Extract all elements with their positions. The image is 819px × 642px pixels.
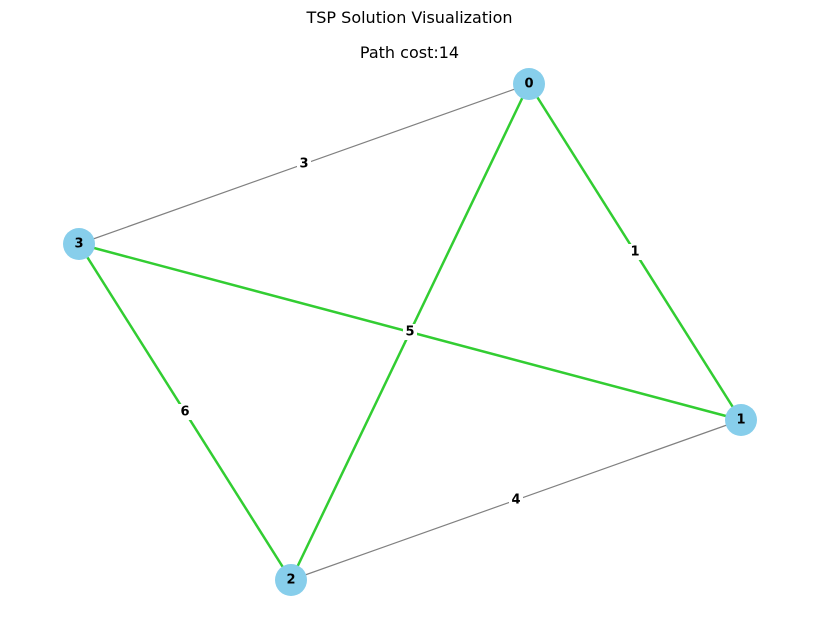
node-1: 1 bbox=[725, 404, 757, 436]
figure-title: TSP Solution Visualization bbox=[306, 8, 513, 27]
edge-weight-text: 3 bbox=[299, 157, 308, 172]
edge-weight-text: 6 bbox=[180, 405, 189, 420]
node-0: 0 bbox=[513, 68, 545, 100]
edge-weight-text: 1 bbox=[630, 245, 639, 260]
edge-label-background bbox=[509, 492, 523, 508]
edge-weight-label-1-2: 4 bbox=[509, 492, 523, 508]
edge-weight-text: 4 bbox=[511, 493, 520, 508]
node-label: 1 bbox=[736, 413, 745, 428]
node-circle bbox=[275, 564, 307, 596]
edge-weight-label-3-2: 6 bbox=[178, 404, 192, 420]
node-2: 2 bbox=[275, 564, 307, 596]
edge-weight-label-3-1: 5 bbox=[403, 324, 417, 340]
edge-weight-label-0-1: 1 bbox=[628, 244, 642, 260]
edge-label-background bbox=[628, 244, 642, 260]
node-label: 2 bbox=[286, 573, 295, 588]
node-label: 3 bbox=[74, 237, 83, 252]
edge-labels-layer: 341256 bbox=[178, 156, 642, 508]
node-3: 3 bbox=[63, 228, 95, 260]
path-cost-subtitle: Path cost:14 bbox=[359, 43, 460, 62]
node-circle bbox=[725, 404, 757, 436]
nodes-layer: 0 1 2 3 bbox=[63, 68, 757, 596]
edge-label-background bbox=[403, 324, 417, 340]
node-circle bbox=[63, 228, 95, 260]
edge-weight-label-0-3: 3 bbox=[297, 156, 311, 172]
edge-weight-text: 5 bbox=[405, 325, 414, 340]
node-circle bbox=[513, 68, 545, 100]
node-label: 0 bbox=[524, 77, 533, 92]
edge-label-background bbox=[297, 156, 311, 172]
edge-label-background bbox=[178, 404, 192, 420]
